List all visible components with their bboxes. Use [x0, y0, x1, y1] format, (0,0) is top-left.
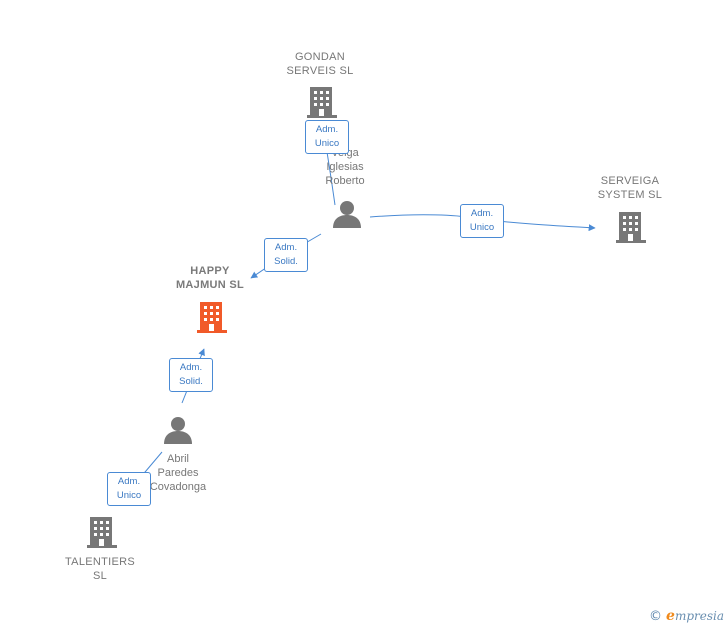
person-icon[interactable]: [163, 416, 193, 444]
role-badge-abril-talentiers[interactable]: Adm. Unico: [107, 472, 151, 506]
node-label-line: Roberto: [325, 175, 365, 187]
role-line: Adm.: [117, 476, 141, 487]
role-badge-veiga-serveiga[interactable]: Adm. Unico: [460, 204, 504, 238]
brand-initial: e: [666, 608, 675, 624]
node-label-line: MAJMUN SL: [175, 279, 245, 291]
node-label-serveiga[interactable]: SERVEIGA SYSTEM SL: [598, 174, 662, 202]
node-label-line: Abril: [166, 453, 189, 465]
node-label-line: TALENTIERS: [64, 556, 136, 568]
brand-name: mpresia: [674, 609, 724, 623]
node-label-line: HAPPY: [190, 265, 230, 277]
node-label-talentiers[interactable]: TALENTIERS SL: [65, 555, 135, 583]
node-label-gondan[interactable]: GONDAN SERVEIS SL: [287, 50, 354, 78]
node-label-line: SYSTEM SL: [597, 189, 663, 201]
copyright-icon: ©: [649, 609, 663, 624]
role-line: Unico: [469, 222, 495, 233]
role-line: Adm.: [315, 124, 339, 135]
node-label-line: SL: [92, 570, 108, 582]
node-label-line: Paredes: [157, 467, 199, 479]
node-label-abril[interactable]: Abril Paredes Covadonga: [150, 452, 206, 494]
node-label-veiga[interactable]: Veiga Iglesias Roberto: [325, 146, 364, 188]
brand-logo[interactable]: ©empresia: [649, 608, 724, 624]
node-label-happy[interactable]: HAPPY MAJMUN SL: [176, 264, 244, 292]
role-line: Solid.: [274, 256, 298, 267]
node-label-line: Covadonga: [149, 481, 207, 493]
node-label-line: SERVEIS SL: [286, 65, 354, 77]
role-line: Solid.: [179, 376, 203, 387]
role-line: Adm.: [179, 362, 203, 373]
node-label-line: SERVEIGA: [600, 175, 660, 187]
building-icon[interactable]: [86, 515, 118, 549]
role-badge-abril-happy[interactable]: Adm. Solid.: [169, 358, 213, 392]
node-label-line: GONDAN: [294, 51, 346, 63]
building-icon[interactable]: [615, 210, 647, 244]
building-icon-focus[interactable]: [196, 300, 228, 334]
role-badge-veiga-happy[interactable]: Adm. Solid.: [264, 238, 308, 272]
node-label-line: Iglesias: [326, 161, 364, 173]
role-badge-veiga-gondan[interactable]: Adm. Unico: [305, 120, 349, 154]
person-icon[interactable]: [332, 200, 362, 228]
role-line: Adm.: [470, 208, 494, 219]
role-line: Unico: [314, 138, 340, 149]
role-line: Adm.: [274, 242, 298, 253]
role-line: Unico: [116, 490, 142, 501]
building-icon[interactable]: [306, 85, 338, 119]
